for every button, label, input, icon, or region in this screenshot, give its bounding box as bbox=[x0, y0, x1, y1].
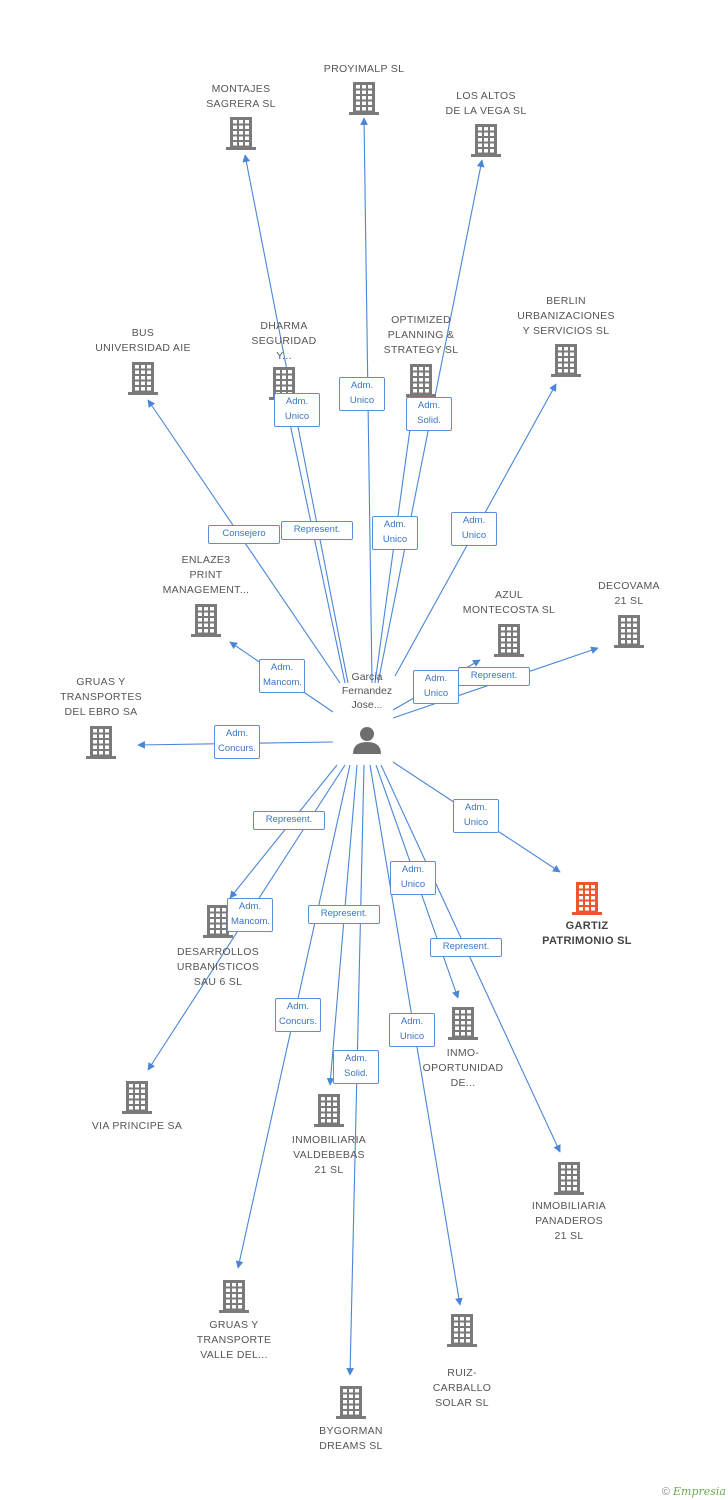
company-label-decovama[interactable]: DECOVAMA 21 SL bbox=[598, 580, 660, 607]
copyright-symbol: © bbox=[661, 1486, 670, 1498]
relation-label-berlin[interactable]: Adm. Unico bbox=[451, 512, 497, 546]
relation-label-inmooport[interactable]: Adm. Unico bbox=[390, 861, 436, 895]
relation-label-valdebebas[interactable]: Represent. bbox=[308, 904, 380, 924]
company-label-bus[interactable]: BUS UNIVERSIDAD AIE bbox=[95, 327, 191, 354]
company-label-berlin[interactable]: BERLIN URBANIZACIONES Y SERVICIOS SL bbox=[517, 295, 615, 337]
relation-label-dharma[interactable]: Adm. Unico bbox=[274, 393, 320, 427]
relation-label-bus[interactable]: Consejero bbox=[208, 524, 280, 544]
company-label-valdebebas[interactable]: INMOBILIARIA VALDEBEBAS 21 SL bbox=[291, 1134, 367, 1176]
company-label-proyimalp[interactable]: PROYIMALP SL bbox=[323, 63, 405, 75]
relation-label-viaprincipe[interactable]: Adm. Mancom. bbox=[227, 898, 273, 932]
brand-logo[interactable]: Empresia bbox=[673, 1485, 726, 1498]
edge-panaderos bbox=[380, 764, 561, 1153]
building-icon-bygorman[interactable] bbox=[336, 1386, 366, 1419]
building-icon-panaderos[interactable] bbox=[554, 1162, 584, 1195]
building-icon-optimized[interactable] bbox=[406, 364, 436, 397]
company-label-ruiz[interactable]: RUIZ- CARBALLO SOLAR SL bbox=[432, 1367, 492, 1409]
edge-dharma bbox=[282, 399, 346, 684]
relation-label-decovama[interactable]: Represent. bbox=[458, 666, 530, 686]
relation-label-gruasebro[interactable]: Adm. Concurs. bbox=[214, 725, 260, 759]
building-icon-bus[interactable] bbox=[128, 362, 158, 395]
relation-label-proyimalp[interactable]: Adm. Unico bbox=[339, 377, 385, 411]
building-icon-montajes[interactable] bbox=[226, 117, 256, 150]
company-label-viaprincipe[interactable]: VIA PRINCIPE SA bbox=[91, 1120, 183, 1132]
relation-label-montajes[interactable]: Represent. bbox=[281, 520, 353, 540]
building-icon-gruasebro[interactable] bbox=[86, 726, 116, 759]
relation-label-gartiz[interactable]: Adm. Unico bbox=[453, 799, 499, 833]
company-label-gruasvalle[interactable]: GRUAS Y TRANSPORTE VALLE DEL... bbox=[196, 1319, 272, 1361]
company-label-dharma[interactable]: DHARMA SEGURIDAD Y... bbox=[251, 320, 317, 362]
edge-desarrollos bbox=[229, 764, 338, 899]
company-label-enlaze[interactable]: ENLAZE3 PRINT MANAGEMENT... bbox=[162, 554, 250, 596]
person-icon[interactable] bbox=[353, 727, 381, 754]
company-label-gartiz[interactable]: GARTIZ PATRIMONIO SL bbox=[542, 920, 632, 947]
relation-label-desarrollos[interactable]: Represent. bbox=[253, 810, 325, 830]
building-icon-azul[interactable] bbox=[494, 624, 524, 657]
relation-label-enlaze[interactable]: Adm. Mancom. bbox=[259, 659, 305, 693]
building-icon-gruasvalle[interactable] bbox=[219, 1280, 249, 1313]
building-icon-altos[interactable] bbox=[471, 124, 501, 157]
building-icon-ruiz[interactable] bbox=[447, 1314, 477, 1347]
company-label-azul[interactable]: AZUL MONTECOSTA SL bbox=[462, 589, 556, 616]
company-label-bygorman[interactable]: BYGORMAN DREAMS SL bbox=[319, 1425, 383, 1452]
building-icon-valdebebas[interactable] bbox=[314, 1094, 344, 1127]
company-label-montajes[interactable]: MONTAJES SAGRERA SL bbox=[206, 83, 276, 110]
company-label-panaderos[interactable]: INMOBILIARIA PANADEROS 21 SL bbox=[531, 1200, 607, 1242]
relation-label-altos[interactable]: Adm. Unico bbox=[372, 516, 418, 550]
company-label-desarrollos[interactable]: DESARROLLOS URBANISTICOS SAU 6 SL bbox=[176, 946, 260, 988]
company-label-inmooport[interactable]: INMO- OPORTUNIDAD DE... bbox=[422, 1047, 504, 1089]
footer: © Empresia bbox=[662, 1485, 726, 1498]
relation-label-optimized[interactable]: Adm. Solid. bbox=[406, 397, 452, 431]
building-icon-decovama[interactable] bbox=[614, 615, 644, 648]
building-icon-gartiz[interactable] bbox=[572, 882, 602, 915]
edge-valdebebas bbox=[326, 764, 358, 1086]
building-icon-inmooport[interactable] bbox=[448, 1007, 478, 1040]
person-name[interactable]: Garcia Fernandez Jose... bbox=[341, 671, 393, 711]
company-label-optimized[interactable]: OPTIMIZED PLANNING & STRATEGY SL bbox=[383, 314, 459, 356]
company-label-altos[interactable]: LOS ALTOS DE LA VEGA SL bbox=[445, 90, 527, 117]
relation-label-bygorman[interactable]: Adm. Solid. bbox=[333, 1050, 379, 1084]
building-icon-viaprincipe[interactable] bbox=[122, 1081, 152, 1114]
relation-label-azul[interactable]: Adm. Unico bbox=[413, 670, 459, 704]
relation-label-ruiz[interactable]: Adm. Unico bbox=[389, 1013, 435, 1047]
relation-label-gruasvalle[interactable]: Adm. Concurs. bbox=[275, 998, 321, 1032]
building-icon-berlin[interactable] bbox=[551, 344, 581, 377]
relation-label-panaderos[interactable]: Represent. bbox=[430, 937, 502, 957]
building-icon-proyimalp[interactable] bbox=[349, 82, 379, 115]
building-icon-desarrollos[interactable] bbox=[203, 905, 233, 938]
company-label-gruasebro[interactable]: GRUAS Y TRANSPORTES DEL EBRO SA bbox=[60, 676, 142, 718]
building-icon-enlaze[interactable] bbox=[191, 604, 221, 637]
